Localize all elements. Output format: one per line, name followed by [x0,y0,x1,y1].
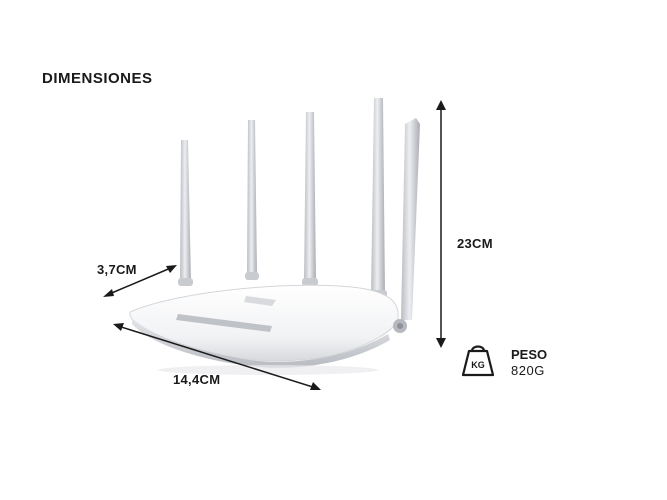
weight-value: 820G [511,363,545,378]
antenna-5 [393,118,420,333]
antenna-1 [178,140,193,286]
width-label: 14,4CM [173,372,221,387]
antenna-3 [302,112,318,286]
width-arrow [113,323,321,390]
section-title: DIMENSIONES [42,70,153,87]
weight-title: PESO [511,347,548,362]
weight-kg-icon: KG [461,345,495,377]
antenna-2 [245,120,259,280]
height-arrow [436,100,446,348]
router-body [129,284,399,375]
weight-icon-text: KG [471,360,485,370]
height-label: 23CM [457,236,493,251]
antenna-4 [369,98,387,299]
depth-arrow [103,265,177,297]
depth-label: 3,7CM [97,262,137,277]
